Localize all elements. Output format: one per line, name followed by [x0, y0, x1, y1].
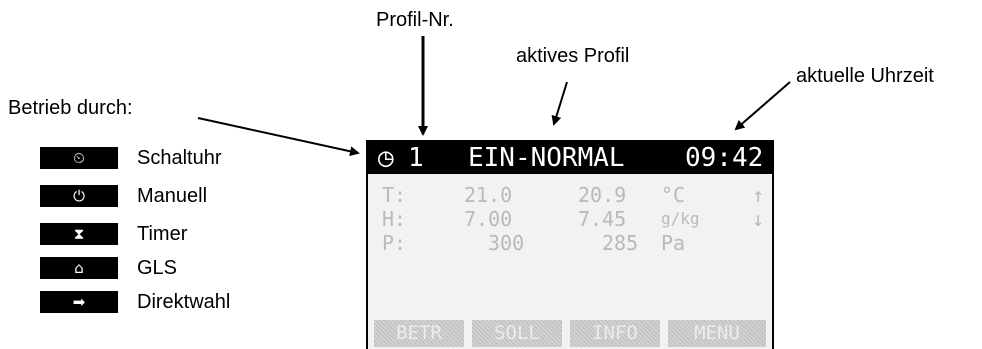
actual-value: 20.9	[578, 183, 627, 207]
actual-value: 7.45	[578, 207, 627, 231]
profile-number: 1	[408, 143, 424, 173]
legend-label: Schaltuhr	[137, 147, 222, 169]
legend-label: Manuell	[137, 185, 208, 207]
current-time: 09:42	[685, 143, 764, 173]
lcd-row-humidity: H: 7.00 7.45 g/kg ↓	[368, 208, 772, 230]
arrow-right-icon: ➡	[40, 291, 118, 313]
hourglass-icon: ⧗	[40, 223, 118, 245]
building-icon: ⌂	[40, 257, 118, 279]
setpoint-value: 21.0	[464, 183, 513, 207]
legend-label: Timer	[137, 223, 188, 245]
lcd-header: ◷ 1 EIN-NORMAL 09:42	[368, 142, 772, 174]
row-label: T:	[382, 183, 407, 207]
row-label: P:	[382, 231, 407, 255]
actual-value: 285	[602, 231, 639, 255]
softkey-menu[interactable]: MENU	[668, 320, 766, 347]
lcd-row-temperature: T: 21.0 20.9 °C ↑	[368, 184, 772, 206]
setpoint-value: 7.00	[464, 207, 513, 231]
trend-down-icon: ↓	[752, 207, 765, 231]
callout-betrieb-durch: Betrieb durch:	[8, 97, 133, 119]
clock-icon: ⏲	[40, 147, 118, 169]
softkey-soll[interactable]: SOLL	[472, 320, 562, 347]
setpoint-value: 300	[488, 231, 525, 255]
trend-up-icon: ↑	[752, 183, 765, 207]
schaltuhr-mode-icon: ◷	[378, 143, 394, 173]
legend-label: Direktwahl	[137, 291, 231, 313]
arrow-aktives-profil	[551, 81, 568, 126]
power-icon: ⏻	[40, 185, 118, 207]
lcd-row-pressure: P: 300 285 Pa	[368, 232, 772, 254]
softkey-betr[interactable]: BETR	[374, 320, 464, 347]
unit: g/kg	[661, 209, 700, 228]
callout-profil-nr: Profil-Nr.	[376, 9, 454, 31]
arrow-betrieb-durch	[197, 117, 360, 157]
row-label: H:	[382, 207, 407, 231]
softkey-info[interactable]: INFO	[570, 320, 660, 347]
callout-aktives-profil: aktives Profil	[516, 45, 630, 67]
unit: Pa	[661, 231, 686, 255]
profile-name: EIN-NORMAL	[468, 143, 625, 173]
lcd-display: ◷ 1 EIN-NORMAL 09:42 T: 21.0 20.9 °C ↑ H…	[366, 140, 774, 349]
callout-aktuelle-uhrzeit: aktuelle Uhrzeit	[796, 65, 934, 87]
unit: °C	[661, 183, 686, 207]
arrow-aktuelle-uhrzeit	[734, 81, 791, 131]
legend-label: GLS	[137, 257, 178, 279]
